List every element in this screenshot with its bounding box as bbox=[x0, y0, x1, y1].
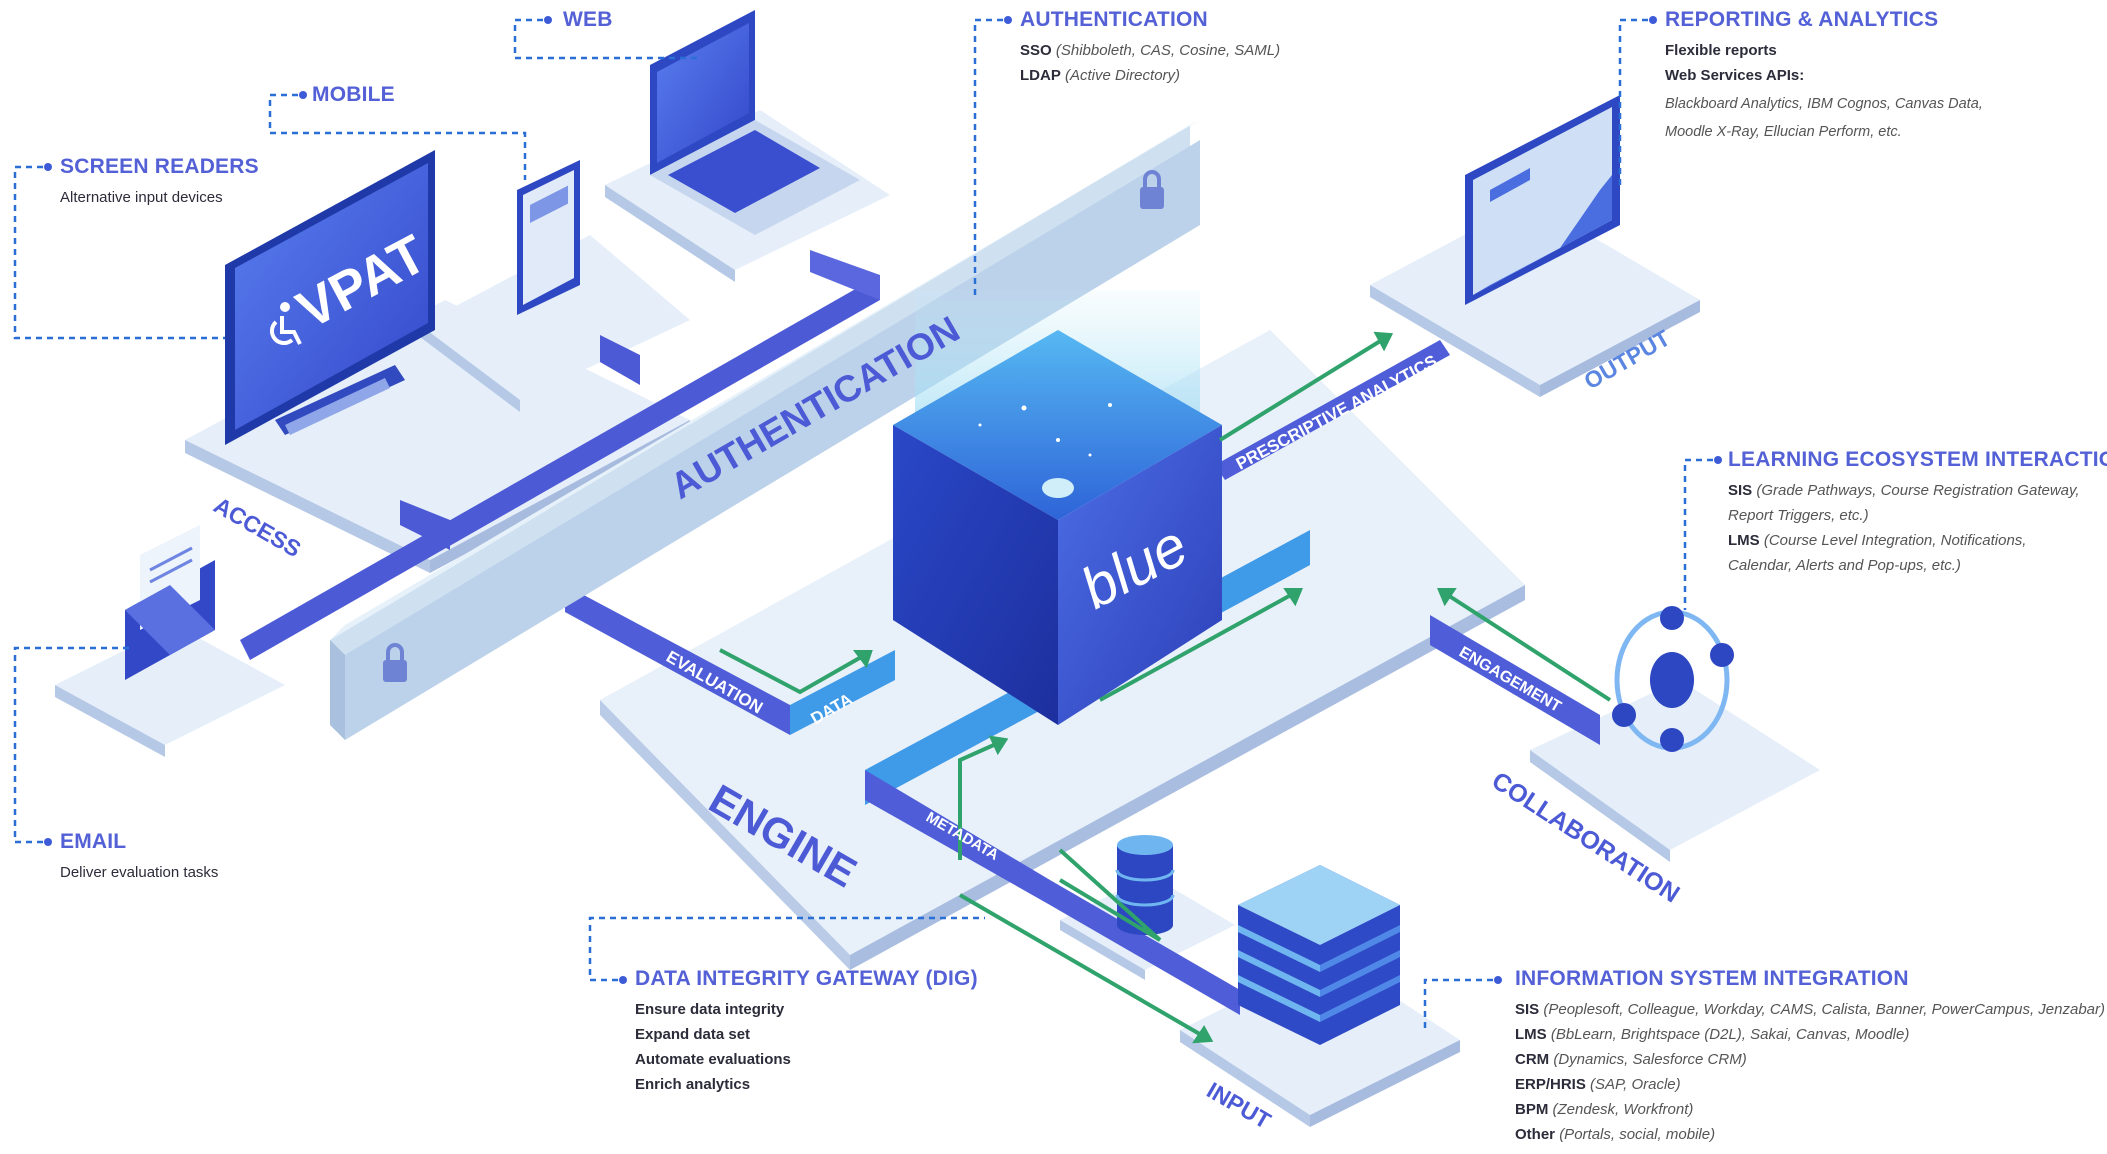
callout-screen-readers: SCREEN READERS Alternative input devices bbox=[60, 155, 259, 210]
term: LDAP bbox=[1020, 67, 1061, 84]
chart-screen-icon bbox=[1465, 95, 1620, 305]
laptop-icon bbox=[650, 10, 860, 235]
callout-title: AUTHENTICATION bbox=[1020, 8, 1208, 31]
term: Expand data set bbox=[635, 1026, 751, 1043]
callout-line: LMS (Course Level Integration, Notificat… bbox=[1728, 528, 2107, 553]
callout-line: SSO (Shibboleth, CAS, Cosine, SAML) bbox=[1020, 38, 1280, 63]
term: LMS bbox=[1728, 532, 1760, 549]
callout-line: ERP/HRIS (SAP, Oracle) bbox=[1515, 1072, 2105, 1097]
callout-line: Automate evaluations bbox=[635, 1047, 978, 1072]
network-hub-icon bbox=[1612, 606, 1734, 752]
blue-cube bbox=[893, 290, 1222, 725]
detail: (Shibboleth, CAS, Cosine, SAML) bbox=[1055, 42, 1281, 59]
callout-mobile: MOBILE bbox=[312, 83, 395, 107]
callout-line: Deliver evaluation tasks bbox=[60, 864, 219, 881]
callout-learning-ecosystem: LEARNING ECOSYSTEM INTERACTION SIS (Grad… bbox=[1728, 448, 2107, 578]
callout-line: Alternative input devices bbox=[60, 189, 223, 206]
callout-line: Report Triggers, etc.) bbox=[1728, 503, 2107, 528]
term: Automate evaluations bbox=[635, 1051, 791, 1068]
callout-line: Enrich analytics bbox=[635, 1072, 978, 1097]
callout-dig: DATA INTEGRITY GATEWAY (DIG) Ensure data… bbox=[635, 967, 978, 1097]
callout-line: BPM (Zendesk, Workfront) bbox=[1515, 1097, 2105, 1122]
callout-line: LDAP (Active Directory) bbox=[1020, 63, 1280, 88]
monitor-icon bbox=[225, 150, 435, 445]
term: Other bbox=[1515, 1126, 1556, 1143]
callout-line: SIS (Peoplesoft, Colleague, Workday, CAM… bbox=[1515, 997, 2105, 1022]
callout-title: LEARNING ECOSYSTEM INTERACTION bbox=[1728, 448, 2107, 471]
callout-reporting: REPORTING & ANALYTICS Flexible reports W… bbox=[1665, 8, 1983, 146]
callout-title: INFORMATION SYSTEM INTEGRATION bbox=[1515, 967, 1909, 990]
term: SSO bbox=[1020, 42, 1052, 59]
detail: Report Triggers, etc.) bbox=[1728, 507, 1869, 524]
detail: (Dynamics, Salesforce CRM) bbox=[1553, 1051, 1747, 1068]
callout-line: Ensure data integrity bbox=[635, 997, 978, 1022]
term: Flexible reports bbox=[1665, 42, 1777, 59]
callout-line: Web Services APIs: bbox=[1665, 63, 1983, 88]
output-platform bbox=[1370, 200, 1700, 397]
server-stack-icon bbox=[1238, 865, 1400, 1045]
callout-title: SCREEN READERS bbox=[60, 155, 259, 178]
callout-title: EMAIL bbox=[60, 830, 127, 853]
mobile-platform bbox=[420, 235, 690, 412]
tablet-icon bbox=[517, 160, 580, 315]
email-platform bbox=[55, 625, 285, 757]
term: Web Services APIs: bbox=[1665, 67, 1805, 84]
term: CRM bbox=[1515, 1051, 1550, 1068]
term: Enrich analytics bbox=[635, 1076, 751, 1093]
leader-dots bbox=[44, 16, 1722, 984]
callout-web: WEB bbox=[563, 8, 613, 32]
engagement-label: ENGAGEMENT bbox=[1456, 644, 1564, 716]
leader-lines bbox=[13, 18, 1713, 1030]
callout-authentication: AUTHENTICATION SSO (Shibboleth, CAS, Cos… bbox=[1020, 8, 1280, 88]
term: Ensure data integrity bbox=[635, 1001, 785, 1018]
lock-icon bbox=[383, 643, 407, 682]
callout-line: SIS (Grade Pathways, Course Registration… bbox=[1728, 478, 2107, 503]
detail: (Course Level Integration, Notifications… bbox=[1763, 532, 2027, 549]
term: ERP/HRIS bbox=[1515, 1076, 1586, 1093]
callout-line: Expand data set bbox=[635, 1022, 978, 1047]
envelope-icon bbox=[125, 525, 215, 680]
callout-email: EMAIL Deliver evaluation tasks bbox=[60, 830, 218, 885]
wheelchair-icon bbox=[269, 302, 302, 346]
detail: (Portals, social, mobile) bbox=[1559, 1126, 1716, 1143]
data-flow-arrows bbox=[719, 331, 1612, 1044]
callout-line: CRM (Dynamics, Salesforce CRM) bbox=[1515, 1047, 2105, 1072]
term: SIS bbox=[1515, 1001, 1540, 1018]
detail: (Peoplesoft, Colleague, Workday, CAMS, C… bbox=[1543, 1001, 2106, 1018]
detail: (Active Directory) bbox=[1065, 67, 1181, 84]
detail: Calendar, Alerts and Pop-ups, etc.) bbox=[1728, 557, 1961, 574]
callout-line: Other (Portals, social, mobile) bbox=[1515, 1122, 2105, 1147]
callout-title: DATA INTEGRITY GATEWAY (DIG) bbox=[635, 967, 978, 990]
lock-icon bbox=[1140, 170, 1164, 209]
detail: (Zendesk, Workfront) bbox=[1552, 1101, 1694, 1118]
callout-line: Flexible reports bbox=[1665, 38, 1983, 63]
callout-note: Blackboard Analytics, IBM Cognos, Canvas… bbox=[1665, 96, 1983, 112]
collaboration-platform bbox=[1530, 680, 1820, 862]
detail: (BbLearn, Brightspace (D2L), Sakai, Canv… bbox=[1550, 1026, 1910, 1043]
term: SIS bbox=[1728, 482, 1753, 499]
callout-note: Moodle X-Ray, Ellucian Perform, etc. bbox=[1665, 124, 1902, 140]
callout-info-system: INFORMATION SYSTEM INTEGRATION SIS (Peop… bbox=[1515, 967, 2105, 1147]
callout-title: REPORTING & ANALYTICS bbox=[1665, 8, 1939, 31]
detail: (SAP, Oracle) bbox=[1590, 1076, 1681, 1093]
detail: (Grade Pathways, Course Registration Gat… bbox=[1756, 482, 2080, 499]
callout-title: MOBILE bbox=[312, 83, 395, 106]
callout-title: WEB bbox=[563, 8, 613, 31]
term: BPM bbox=[1515, 1101, 1549, 1118]
term: LMS bbox=[1515, 1026, 1547, 1043]
callout-line: LMS (BbLearn, Brightspace (D2L), Sakai, … bbox=[1515, 1022, 2105, 1047]
callout-line: Calendar, Alerts and Pop-ups, etc.) bbox=[1728, 553, 2107, 578]
